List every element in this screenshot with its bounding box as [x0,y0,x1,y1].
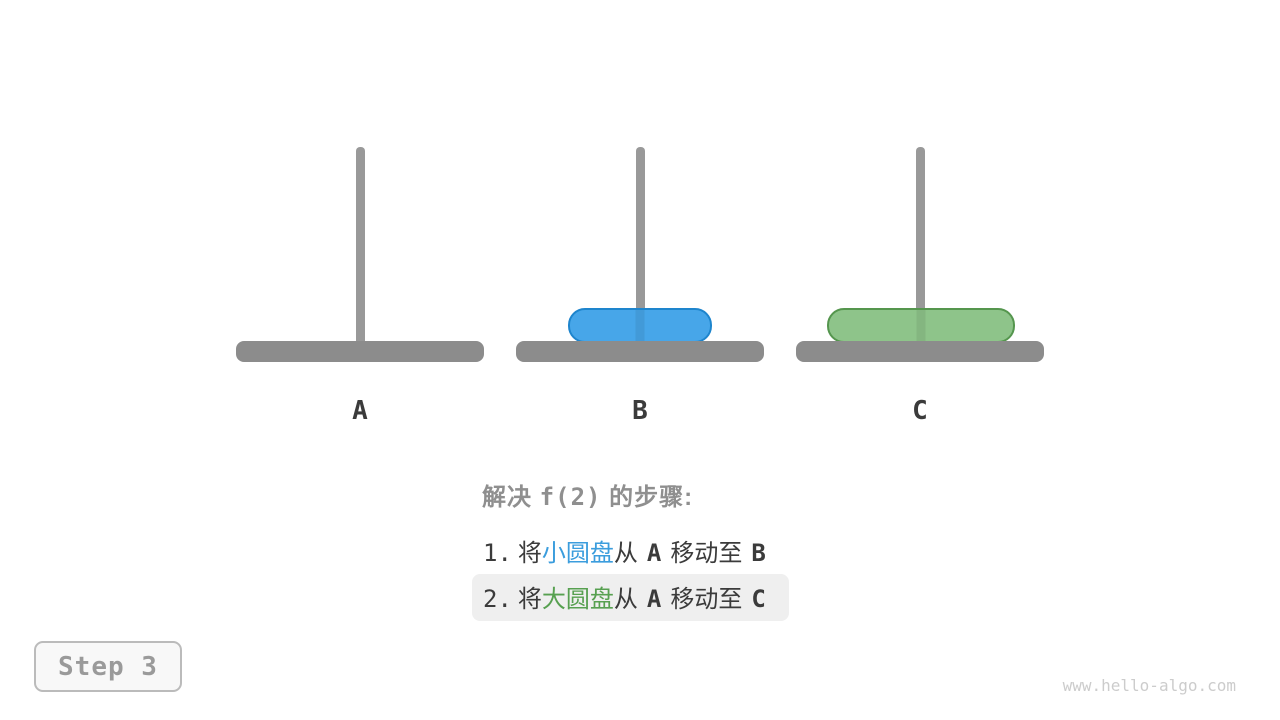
step-2-number: 2. [483,585,512,613]
peg-a-rod [356,147,365,351]
step-2-disk-name: 大圆盘 [541,586,614,613]
large-green-disk [827,308,1015,343]
steps-title-pre: 解决 [482,484,540,511]
peg-c-rod [916,147,925,351]
step-1-move: 移动至 [670,540,743,567]
rod-through-shadow [635,310,645,341]
step-1-pre: 将 [517,540,542,567]
step-2-move: 移动至 [670,586,743,613]
peg-a-label: A [352,396,368,426]
step-1-to-peg: B [751,539,766,567]
step-1-disk-name: 小圆盘 [541,540,614,567]
step-1-from-peg: A [646,539,662,567]
peg-b-label: B [632,396,648,426]
steps-title: 解决 f(2) 的步骤: [482,477,693,512]
steps-title-post: 的步骤: [601,484,694,511]
step-2-to-peg: C [751,585,766,613]
step-1-mid: 从 [613,540,638,567]
rod-through-shadow [916,310,926,341]
steps-title-code: f(2) [539,483,602,511]
step-2-pre: 将 [517,586,542,613]
step-2-mid: 从 [613,586,638,613]
step-1-number: 1. [483,539,512,567]
peg-b-base [516,341,764,362]
site-watermark: www.hello-algo.com [1062,676,1236,695]
peg-a-base [236,341,484,362]
peg-c-label: C [912,396,928,426]
small-blue-disk [568,308,712,343]
step-2-from-peg: A [646,585,662,613]
peg-c-base [796,341,1044,362]
peg-b-rod [636,147,645,351]
step-counter-badge: Step 3 [34,641,182,692]
